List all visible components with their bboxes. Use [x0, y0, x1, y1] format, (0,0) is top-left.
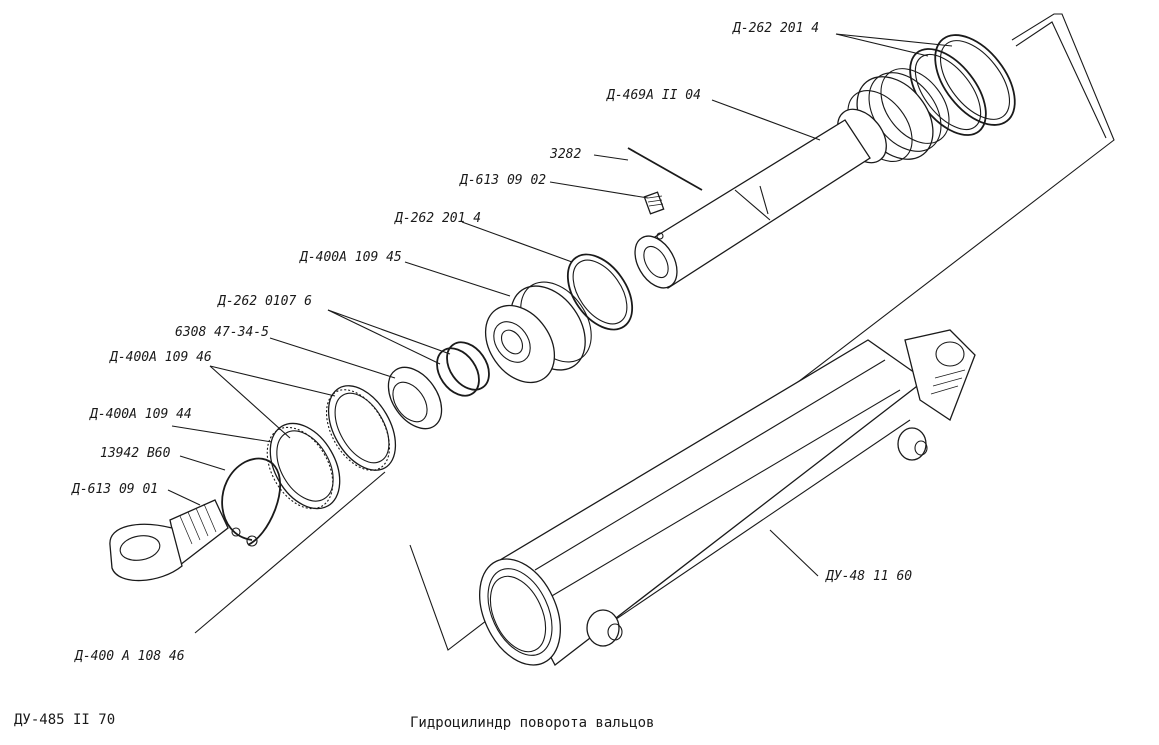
label-bush-bottom: Д-400 А 108 46	[74, 649, 185, 664]
bush-46	[325, 385, 397, 471]
label-bush-46: Д-400А 109 46	[109, 350, 212, 365]
label-wire: 3282	[549, 147, 581, 162]
circlip	[221, 457, 281, 547]
small-seal-rings	[436, 341, 490, 397]
label-screw-top: Д-613 09 02	[459, 173, 546, 188]
bearing	[387, 366, 443, 430]
label-ring-top: Д-262 201 4	[732, 21, 819, 36]
piston-rod	[634, 68, 950, 289]
label-circlip: 13942 В60	[100, 446, 171, 461]
seal-ring-middle	[566, 253, 634, 331]
label-small-rings: Д-262 0107 6	[217, 294, 312, 309]
label-ring-mid: Д-262 201 4	[394, 211, 481, 226]
assembly-path-line	[409, 13, 1115, 651]
piston	[484, 281, 592, 384]
drawing-title: Гидроцилиндр поворота вальцов	[410, 715, 654, 731]
set-screw-top	[643, 191, 665, 215]
label-rod-end: Д-613 09 01	[71, 482, 158, 497]
lock-wire	[627, 147, 703, 191]
cylinder-body	[479, 329, 976, 666]
leader-lines	[167, 33, 953, 634]
rod-end-eye	[109, 499, 229, 582]
label-bearing: 6308 47-34-5	[175, 325, 269, 340]
label-rod: Д-469А II 04	[606, 88, 701, 103]
label-bush-44: Д-400А 109 44	[89, 407, 192, 422]
bush-44	[266, 422, 341, 510]
label-cylinder: ДУ-48 11 60	[825, 569, 912, 584]
document-code: ДУ-485 II 70	[14, 712, 115, 728]
label-piston: Д-400А 109 45	[299, 250, 402, 265]
